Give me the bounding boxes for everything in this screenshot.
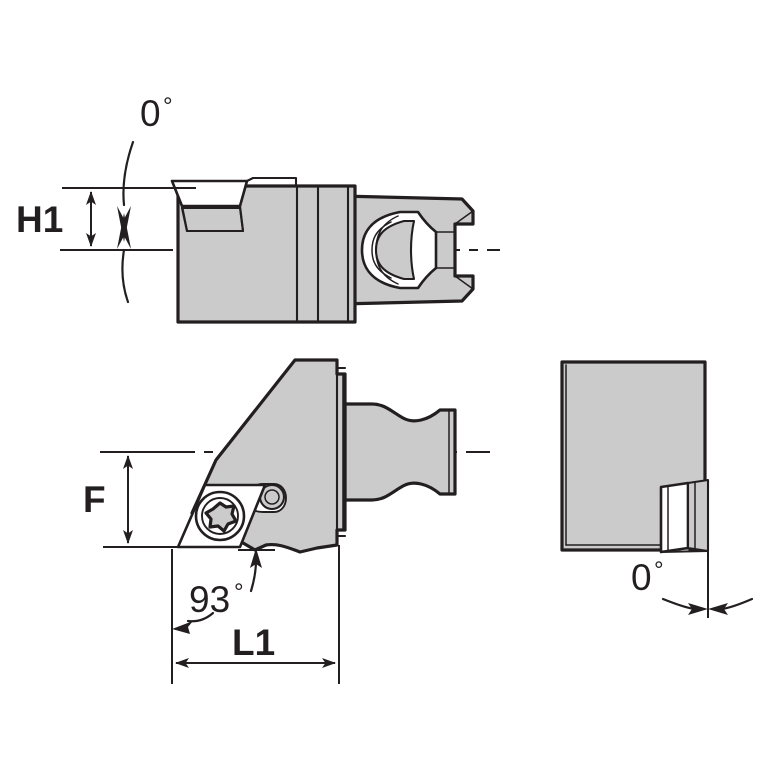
top-view: H1 0 ° [16, 93, 500, 324]
coupling-bore-arc-1 [371, 221, 392, 279]
insert-top-face [170, 179, 249, 208]
angle-93-arrow-left [172, 621, 193, 634]
coupling-jaw-inner-lines [435, 231, 456, 269]
coupling-jaw-chamfers [454, 210, 474, 290]
insert-pocket-step [180, 206, 245, 233]
torx-screw-head [204, 501, 238, 533]
angle-93-degree-symbol: ° [234, 579, 244, 606]
notch-bottom-edge [659, 549, 710, 554]
top-view-coupling-shank [338, 194, 475, 306]
dimension-l1: L1 [171, 545, 340, 684]
dimension-angle-end: 0 ° [631, 480, 754, 618]
notch-front-face [659, 481, 690, 554]
angle-top-value: 0 [140, 93, 161, 134]
end-view: 0 ° [560, 360, 754, 618]
insert-left-edge [170, 179, 189, 233]
angle-end-arrow-left [688, 603, 708, 615]
dimension-f: F [83, 451, 208, 548]
flange-step-marks [335, 366, 347, 538]
angle-top-degree-symbol: ° [163, 93, 173, 120]
insert-shelf-top [245, 176, 298, 188]
side-view: F L1 93 ° [83, 358, 490, 684]
l1-label: L1 [232, 622, 275, 663]
angle-end-arrow-right [708, 603, 728, 615]
coupling-bore-arc-2 [375, 215, 399, 285]
angle-93-leader-left [186, 611, 215, 623]
insert-right-edge [238, 179, 249, 233]
coupling-shank-side-outline [343, 402, 457, 502]
clamp-pin-inner [264, 489, 280, 505]
angle-93-arrow-up [250, 548, 262, 568]
dimension-h1: H1 [16, 187, 196, 251]
angle-top-arrow-up [117, 213, 131, 249]
angle-top-leader-lower [121, 248, 130, 304]
coupling-notch-edges [417, 211, 426, 289]
side-view-insert [176, 483, 267, 549]
dimension-angle-top: 0 ° [117, 93, 173, 304]
angle-end-degree-symbol: ° [654, 557, 664, 584]
dimension-angle-93: 93 ° [172, 548, 275, 634]
angle-93-value: 93 [189, 579, 230, 620]
side-view-coupling-shank [343, 402, 457, 502]
h1-label: H1 [16, 199, 63, 240]
end-view-insert-notch [659, 478, 710, 554]
angle-top-leader-upper [122, 140, 135, 207]
f-label: F [83, 479, 106, 520]
notch-side-face [686, 478, 710, 553]
angle-end-value: 0 [631, 557, 652, 598]
